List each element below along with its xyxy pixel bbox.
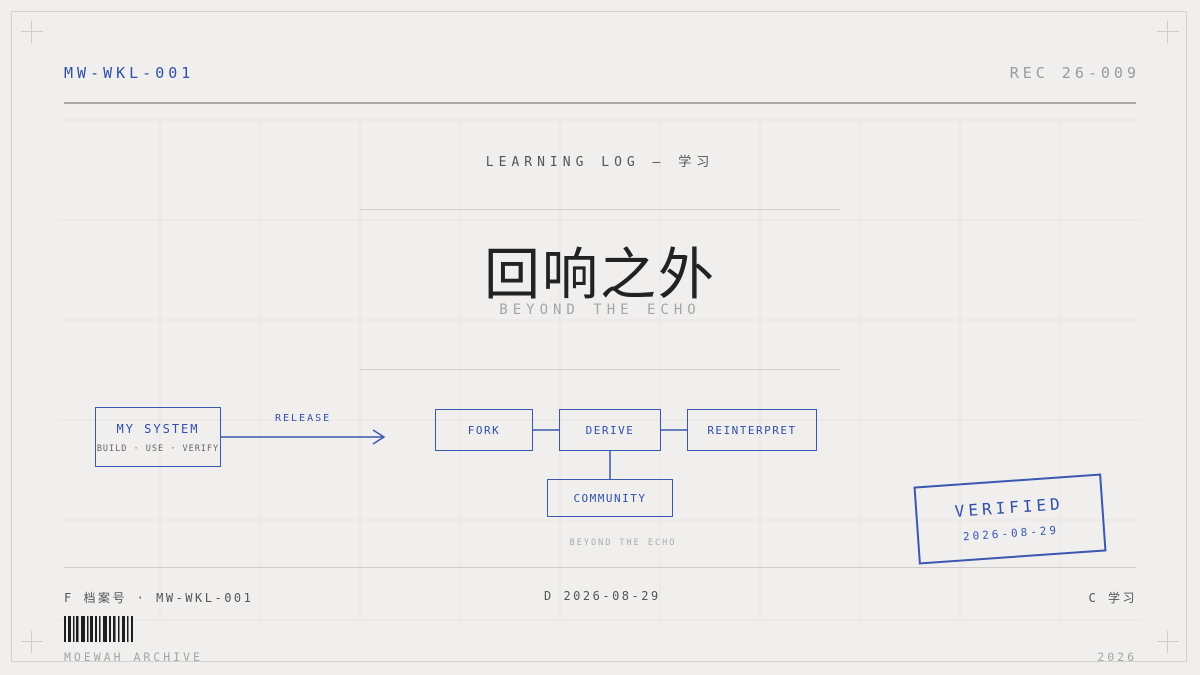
corner-crosshair-icon — [21, 631, 43, 653]
stamp-label: VERIFIED — [954, 494, 1065, 521]
release-edge-label: RELEASE — [275, 413, 332, 424]
title-divider-top — [360, 209, 840, 210]
node-derive[interactable]: DERIVE — [559, 409, 661, 451]
page-subtitle: BEYOND THE ECHO — [499, 302, 701, 318]
footer-category: C 学习 — [1088, 591, 1137, 605]
corner-crosshair-icon — [1157, 631, 1179, 653]
corner-crosshair-icon — [21, 21, 43, 43]
archive-name: MOEWAH ARCHIVE — [64, 650, 203, 664]
header-divider — [64, 102, 1136, 104]
page-title: 回响之外 — [484, 243, 716, 308]
node-my-system[interactable]: MY SYSTEM BUILD · USE · VERIFY — [95, 407, 221, 467]
footer-file-number: F 档案号 · MW-WKL-001 — [64, 591, 254, 605]
corner-crosshair-icon — [1157, 21, 1179, 43]
title-divider-bottom — [360, 369, 840, 370]
arrow-head-icon — [372, 429, 386, 445]
archive-year: 2026 — [1097, 650, 1137, 664]
document-id: MW-WKL-001 — [64, 64, 195, 82]
barcode-icon — [64, 616, 133, 642]
node-community[interactable]: COMMUNITY — [547, 479, 673, 517]
node-my-system-sublabel: BUILD · USE · VERIFY — [96, 444, 220, 454]
page-frame — [11, 11, 1187, 662]
node-my-system-label: MY SYSTEM — [116, 422, 200, 436]
stamp-date: 2026-08-29 — [962, 523, 1060, 544]
footer-divider — [64, 567, 1136, 568]
section-label: LEARNING LOG — 学习 — [485, 155, 715, 170]
node-reinterpret[interactable]: REINTERPRET — [687, 409, 817, 451]
diagram-caption: BEYOND THE ECHO — [569, 538, 677, 548]
node-fork[interactable]: FORK — [435, 409, 533, 451]
footer-date: D 2026-08-29 — [544, 589, 661, 603]
verified-stamp: VERIFIED 2026-08-29 — [913, 473, 1107, 565]
record-number: REC 26-009 — [1009, 64, 1140, 82]
